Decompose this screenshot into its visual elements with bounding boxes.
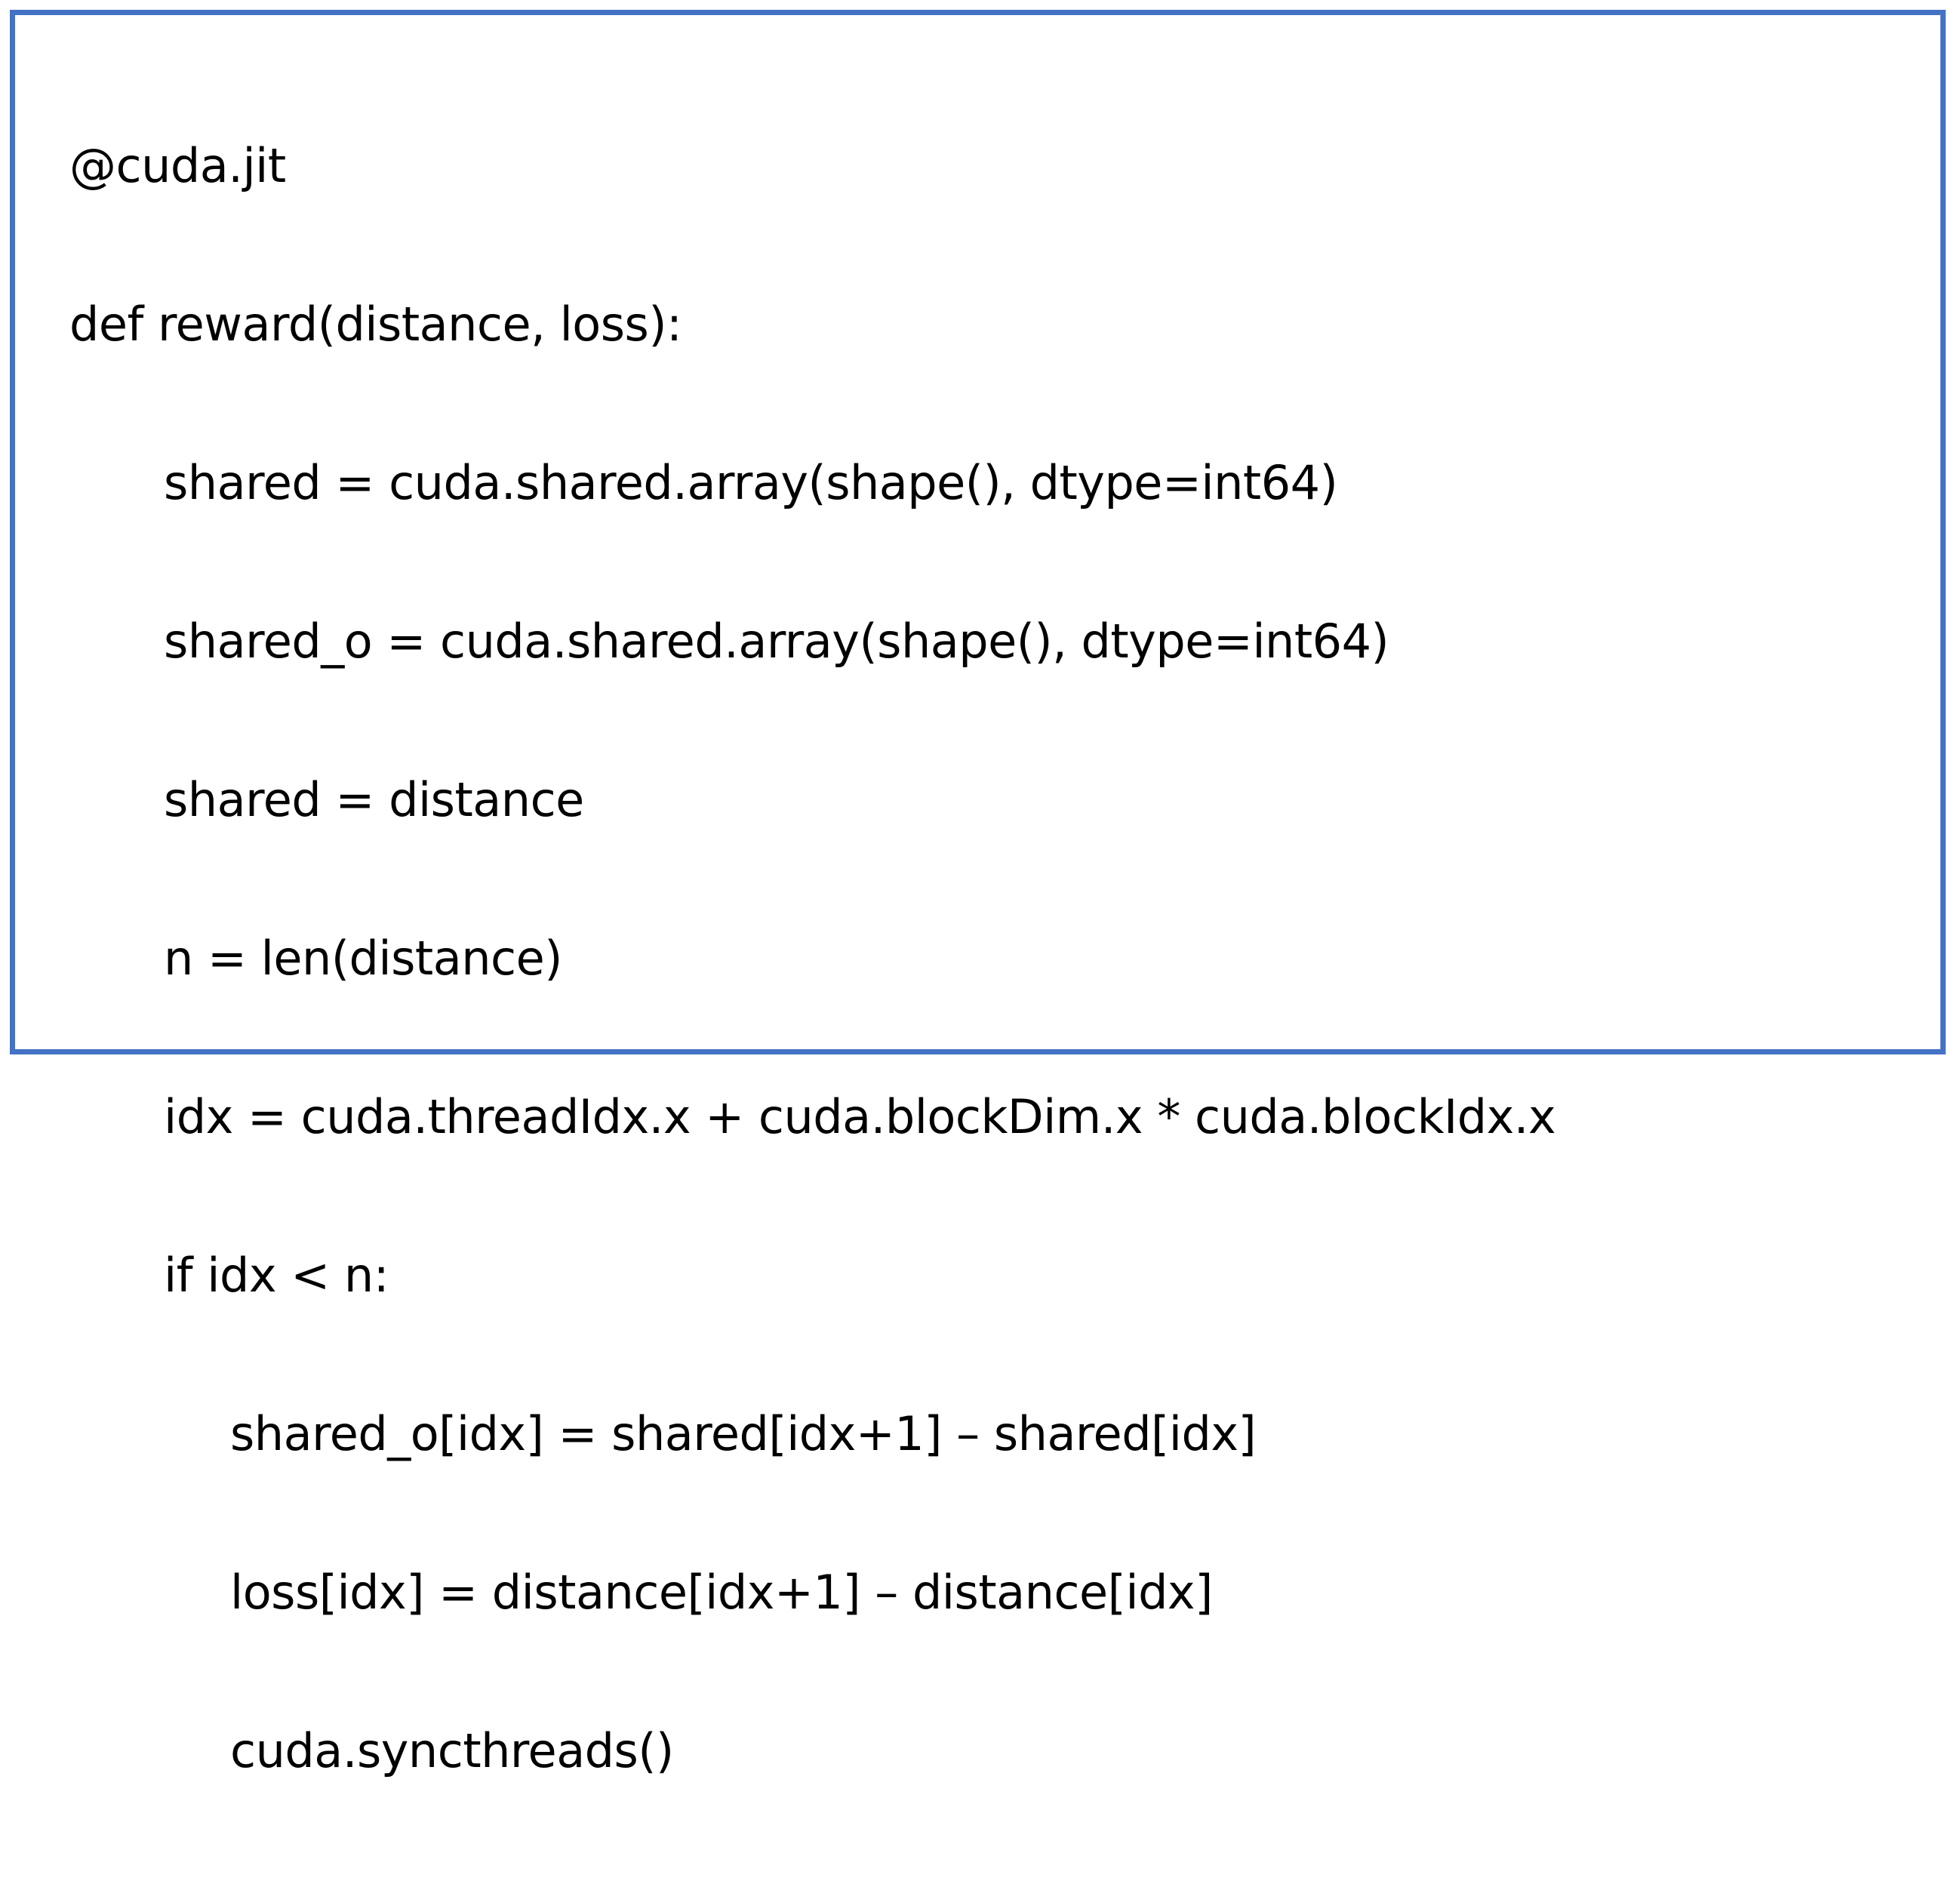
code-line: idx = cuda.threadIdx.x + cuda.blockDim.x…	[164, 1089, 1556, 1144]
code-line: loss[idx] = distance[idx+1] – distance[i…	[230, 1565, 1213, 1620]
code-snippet-card: @cuda.jit def reward(distance, loss): sh…	[10, 10, 1946, 1778]
code-line: shared_o = cuda.shared.array(shape(), dt…	[164, 614, 1389, 669]
code-block: @cuda.jit def reward(distance, loss): sh…	[69, 34, 1933, 1883]
code-line: shared = cuda.shared.array(shape(), dtyp…	[164, 455, 1338, 510]
code-line: shared = distance	[164, 772, 584, 827]
code-line: shared_o[idx] = shared[idx+1] – shared[i…	[230, 1406, 1257, 1461]
code-line: if idx < n:	[164, 1248, 389, 1303]
code-line: def reward(distance, loss):	[69, 297, 682, 352]
code-line: @cuda.jit	[69, 138, 286, 193]
code-line: cuda.syncthreads()	[230, 1723, 674, 1778]
code-line: n = len(distance)	[164, 931, 562, 986]
